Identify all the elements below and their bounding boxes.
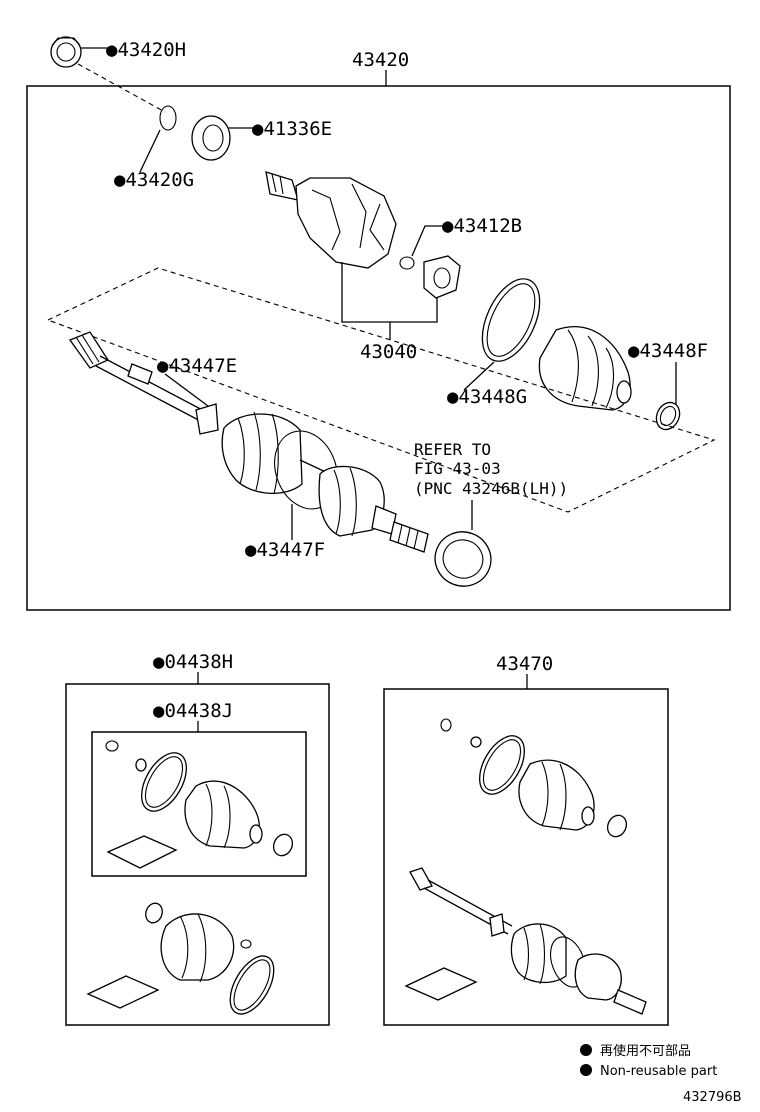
boot-band-43448g-drawing	[481, 278, 541, 362]
legend: 再使用不可部品 Non-reusable part	[580, 1043, 717, 1079]
label-43420: 43420	[352, 49, 409, 71]
figure-number: 432796B	[683, 1090, 742, 1105]
label-43447f: ●43447F	[245, 539, 325, 561]
drive-shaft-drawing	[68, 331, 429, 553]
legend-bullet-ja	[580, 1044, 592, 1056]
label-43420h: ●43420H	[106, 39, 186, 61]
joint-43040-drawing	[265, 171, 397, 269]
assembly-43420-box	[26, 85, 731, 611]
nut-43420h-drawing	[50, 36, 82, 68]
label-43448f: ●43448F	[628, 340, 708, 362]
label-41336e: ●41336E	[252, 118, 332, 140]
inboard-boot-drawing	[538, 326, 632, 411]
label-04438j: ●04438J	[153, 700, 233, 722]
legend-bullet-en	[580, 1064, 592, 1076]
clip-43420g-drawing	[159, 105, 177, 131]
label-43448g: ●43448G	[447, 386, 527, 408]
kit-04438h-parts	[86, 902, 275, 1015]
kit-04438j-box	[91, 731, 307, 877]
dust-seal-lh-drawing	[434, 531, 492, 587]
legend-japanese: 再使用不可部品	[600, 1043, 691, 1059]
kit-04438h-box	[65, 683, 330, 1026]
label-43420g: ●43420G	[114, 169, 194, 191]
boot-band-43448f-drawing	[655, 401, 681, 431]
label-43040: 43040	[360, 341, 417, 363]
label-04438h: ●04438H	[153, 651, 233, 673]
label-43412b: ●43412B	[442, 215, 522, 237]
note-pnc-ref: (PNC 43246B(LH))	[414, 479, 568, 498]
note-fig-ref: FIG 43-03	[414, 459, 501, 478]
label-43470: 43470	[496, 653, 553, 675]
legend-english: Non-reusable part	[600, 1064, 717, 1079]
kit-43470-parts	[404, 718, 647, 1015]
kit-43470-box	[383, 688, 669, 1026]
note-refer-to: REFER TO	[414, 440, 491, 459]
tripod-drawing	[423, 255, 461, 299]
label-43447e: ●43447E	[157, 355, 237, 377]
kit-04438j-parts	[105, 740, 294, 869]
dust-seal-41336e-drawing	[191, 115, 231, 161]
